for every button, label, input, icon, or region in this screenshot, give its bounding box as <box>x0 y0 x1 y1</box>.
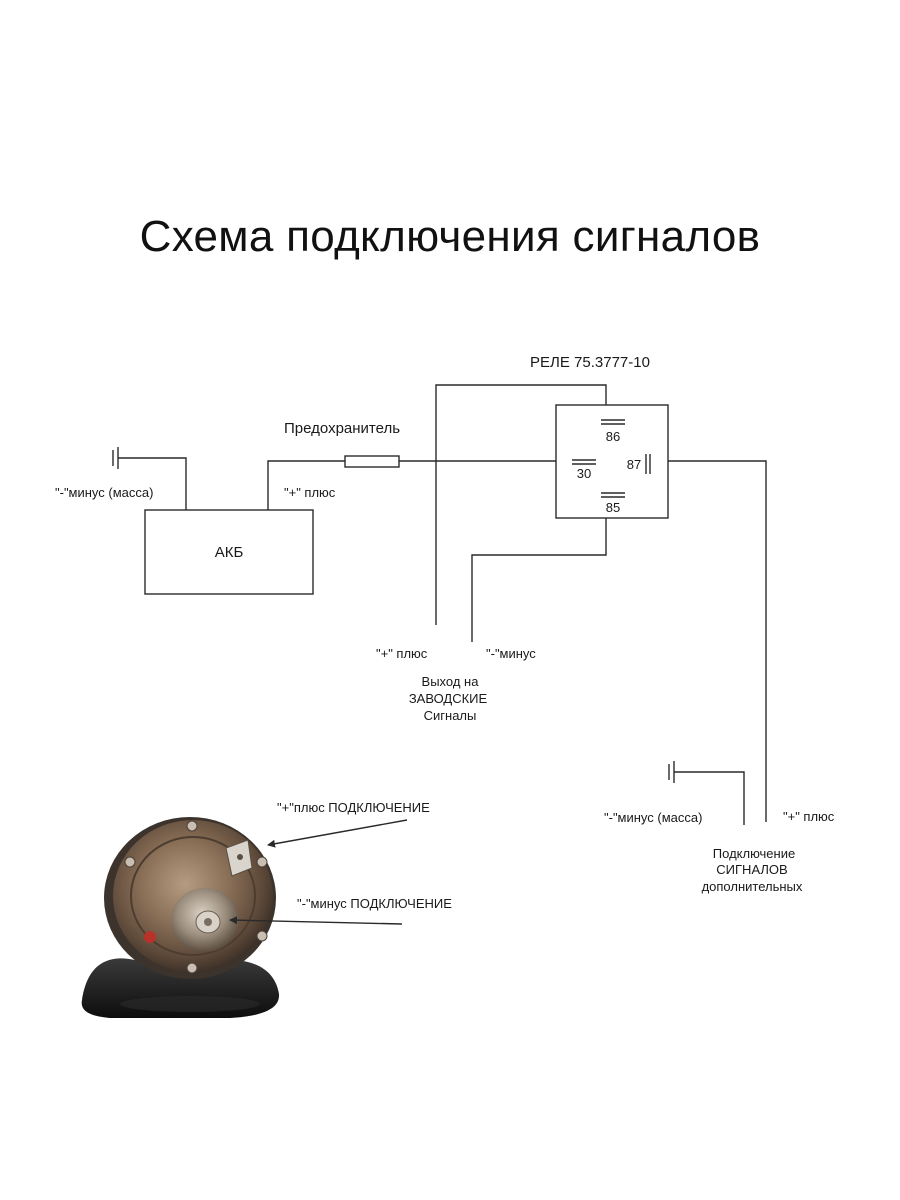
battery-plus-wire <box>267 460 345 510</box>
factory-minus-wire <box>471 518 607 642</box>
page-title: Схема подключения сигналов <box>139 212 761 261</box>
battery-minus-label: "-"минус (масса) <box>55 485 153 500</box>
factory-plus-wire <box>435 384 607 625</box>
relay-pin-87: 87 <box>627 454 651 474</box>
additional-plus-label: "+" плюс <box>783 809 835 824</box>
svg-text:ЗАВОДСКИЕ: ЗАВОДСКИЕ <box>409 691 488 706</box>
svg-text:дополнительных: дополнительных <box>702 879 803 894</box>
relay-label: РЕЛЕ 75.3777-10 <box>530 354 650 371</box>
battery-minus-wire <box>118 457 187 510</box>
additional-minus-wire <box>674 771 745 825</box>
additional-output-caption: Подключение СИГНАЛОВ дополнительных <box>702 846 803 894</box>
horn-minus-callout: "-"минус ПОДКЛЮЧЕНИЕ <box>297 896 452 911</box>
battery-label: АКБ <box>215 544 244 561</box>
battery-box <box>144 509 314 595</box>
svg-text:87: 87 <box>627 457 641 472</box>
svg-text:СИГНАЛОВ: СИГНАЛОВ <box>716 862 787 877</box>
relay-pin-85: 85 <box>601 492 625 515</box>
horn-plus-arrow <box>267 819 408 848</box>
svg-text:Сигналы: Сигналы <box>424 708 477 723</box>
factory-minus-label: "-"минус <box>486 646 536 661</box>
horn-minus-arrow <box>229 916 403 925</box>
svg-text:Подключение: Подключение <box>713 846 795 861</box>
horn-photo <box>70 817 288 1023</box>
horn-plus-callout: "+"плюс ПОДКЛЮЧЕНИЕ <box>277 800 430 815</box>
svg-text:30: 30 <box>577 466 591 481</box>
relay-pin-30: 30 <box>572 459 596 481</box>
factory-output-caption: Выход на ЗАВОДСКИЕ Сигналы <box>409 674 488 723</box>
svg-text:85: 85 <box>606 500 620 515</box>
ground-symbol-icon <box>112 447 119 469</box>
battery-plus-label: "+" плюс <box>284 485 336 500</box>
factory-plus-label: "+" плюс <box>376 646 428 661</box>
svg-text:86: 86 <box>606 429 620 444</box>
additional-ground-symbol-icon <box>668 761 675 783</box>
relay-pin-86: 86 <box>601 419 625 444</box>
fuse-label: Предохранитель <box>284 420 400 437</box>
additional-plus-wire <box>668 460 767 822</box>
svg-text:Выход на: Выход на <box>422 674 480 689</box>
additional-minus-label: "-"минус (масса) <box>604 810 702 825</box>
fuse-symbol-icon <box>344 455 400 468</box>
